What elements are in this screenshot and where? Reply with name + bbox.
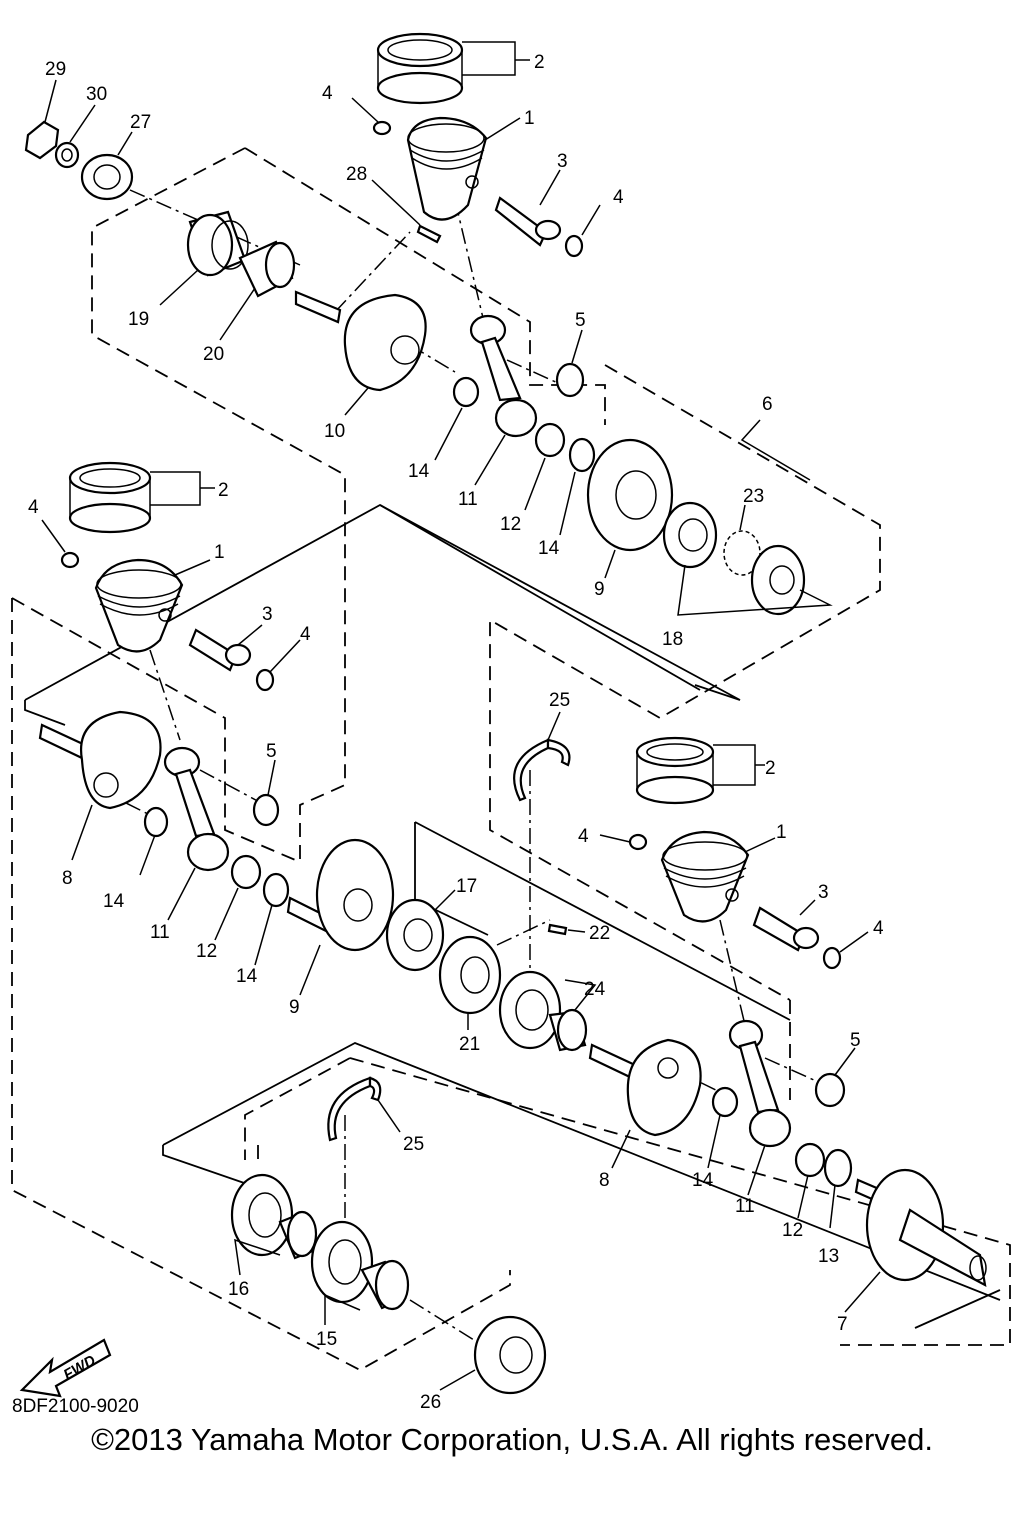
callout-14: 14 xyxy=(236,966,258,987)
callout-20: 20 xyxy=(203,344,224,365)
collar-20 xyxy=(238,240,296,298)
callout-8: 8 xyxy=(62,868,73,889)
callout-21: 21 xyxy=(459,1034,480,1055)
callout-11: 11 xyxy=(735,1196,755,1217)
callout-15: 15 xyxy=(316,1329,337,1350)
callout-4: 4 xyxy=(613,187,624,208)
callout-14: 14 xyxy=(692,1170,714,1191)
assembly-outlines xyxy=(11,147,1011,1372)
callout-6: 6 xyxy=(762,394,773,415)
callout-13: 13 xyxy=(818,1246,839,1267)
crank-web-8-left xyxy=(38,710,162,810)
callout-23: 23 xyxy=(743,486,764,507)
callout-4: 4 xyxy=(300,624,311,645)
callout-1: 1 xyxy=(214,542,225,563)
leader-lines xyxy=(41,41,881,1391)
piston-rings-right xyxy=(635,736,715,805)
callout-27: 27 xyxy=(130,112,151,133)
callout-1: 1 xyxy=(776,822,787,843)
callout-26: 26 xyxy=(420,1392,441,1413)
callout-2: 2 xyxy=(218,480,229,501)
parts: FWD xyxy=(19,32,987,1398)
callout-4: 4 xyxy=(578,826,589,847)
callout-7: 7 xyxy=(837,1314,848,1335)
callout-10: 10 xyxy=(324,421,345,442)
piston-left xyxy=(94,558,184,653)
callout-3: 3 xyxy=(818,882,829,903)
callout-11: 11 xyxy=(458,489,478,510)
fwd-arrow-icon: FWD xyxy=(19,1338,112,1398)
callout-1: 1 xyxy=(524,108,535,129)
callout-5: 5 xyxy=(850,1030,861,1051)
callout-30: 30 xyxy=(86,84,107,105)
callout-11: 11 xyxy=(150,922,170,943)
piston-pin-left xyxy=(188,628,252,672)
piston-rings-left xyxy=(68,461,152,534)
needle-bearing-19 xyxy=(186,210,249,277)
piston-top xyxy=(406,116,488,221)
piston-right xyxy=(660,830,750,923)
callout-18: 18 xyxy=(662,629,683,650)
piston-pin-right xyxy=(752,906,820,952)
connecting-rod-top xyxy=(469,314,538,438)
callout-29: 29 xyxy=(45,59,66,80)
callout-25: 25 xyxy=(403,1134,424,1155)
callout-9: 9 xyxy=(289,997,300,1018)
connecting-rod-left xyxy=(163,746,230,872)
callout-5: 5 xyxy=(266,741,277,762)
piston-rings-top xyxy=(376,32,464,105)
callout-4: 4 xyxy=(28,497,39,518)
piston-pin-top xyxy=(494,196,562,247)
callout-25: 25 xyxy=(549,690,570,711)
callout-2: 2 xyxy=(765,758,776,779)
callout-28: 28 xyxy=(346,164,367,185)
callout-12: 12 xyxy=(782,1220,803,1241)
callout-3: 3 xyxy=(262,604,273,625)
callout-12: 12 xyxy=(500,514,521,535)
crank-web-10 xyxy=(294,290,427,392)
callout-12: 12 xyxy=(196,941,217,962)
callout-19: 19 xyxy=(128,309,149,330)
callout-numbers: 29 30 27 2 4 1 28 3 4 19 20 10 5 6 14 11… xyxy=(28,52,884,1413)
crank-disc-9-top xyxy=(586,438,674,552)
callout-4: 4 xyxy=(873,918,884,939)
callout-8: 8 xyxy=(599,1170,610,1191)
callout-14: 14 xyxy=(538,538,560,559)
callout-22: 22 xyxy=(589,923,610,944)
crank-end-7 xyxy=(854,1168,987,1288)
callout-3: 3 xyxy=(557,151,568,172)
callout-14: 14 xyxy=(103,891,125,912)
connecting-rod-right xyxy=(728,1019,792,1148)
callout-2: 2 xyxy=(534,52,545,73)
callout-24: 24 xyxy=(584,979,606,1000)
callout-4: 4 xyxy=(322,83,333,104)
crank-web-8-lower xyxy=(588,1038,702,1137)
callout-14: 14 xyxy=(408,461,430,482)
callout-9: 9 xyxy=(594,579,605,600)
copyright-notice: ©2013 Yamaha Motor Corporation, U.S.A. A… xyxy=(91,1422,933,1457)
callout-16: 16 xyxy=(228,1279,249,1300)
crank-disc-9-mid xyxy=(286,838,395,952)
callout-17: 17 xyxy=(456,876,477,897)
callout-5: 5 xyxy=(575,310,586,331)
diagram-code: 8DF2100-9020 xyxy=(12,1396,139,1417)
